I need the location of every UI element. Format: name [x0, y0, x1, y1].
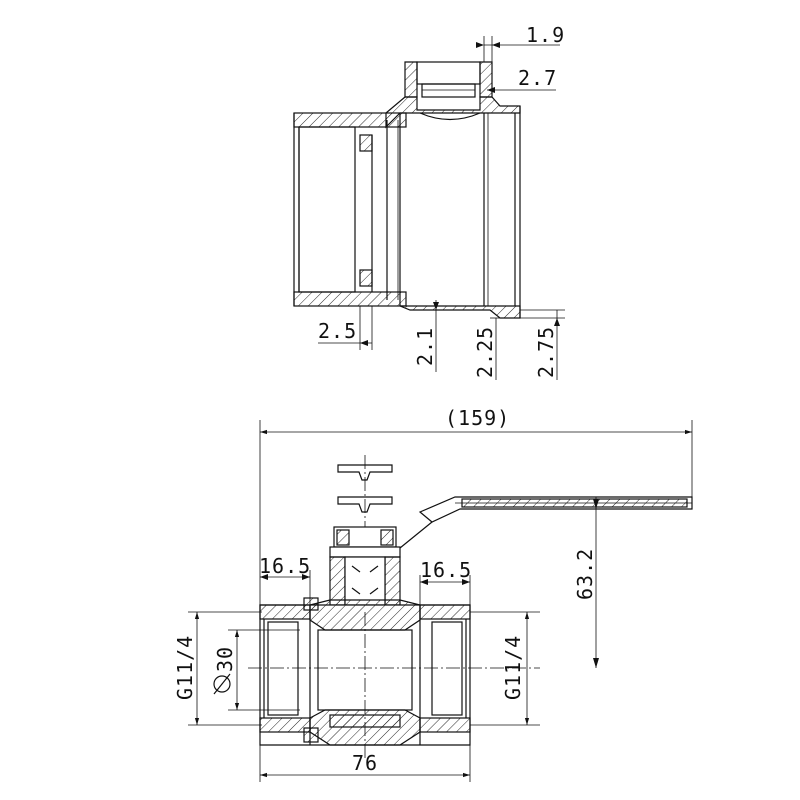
dim-left-thread: G11/4	[173, 635, 197, 700]
dim-right-thread-depth: 16.5	[420, 558, 472, 582]
section-view: 1.9 2.7 2.5 2.1 2.25 2.75	[293, 23, 565, 380]
dim-body-length: 76	[352, 751, 378, 775]
dim-2-25: 2.25	[473, 326, 497, 378]
diameter-icon	[213, 673, 231, 695]
boss-left-wall	[404, 61, 418, 98]
dim-1-9: 1.9	[526, 23, 565, 47]
dim-2-75: 2.75	[534, 326, 558, 378]
right-thread	[431, 621, 463, 716]
left-thread	[267, 621, 299, 716]
stem	[344, 556, 386, 606]
left-thread-bore	[298, 126, 356, 293]
stem-hole	[416, 61, 481, 85]
dim-right-thread: G11/4	[501, 635, 525, 700]
body-lower-wall	[399, 305, 521, 319]
dim-lever-height: 63.2	[573, 548, 597, 600]
boss-right-wall	[479, 61, 493, 98]
dim-bore: 30	[213, 646, 237, 672]
left-sleeve-lower-wall	[293, 291, 407, 307]
ball-seat-curve	[419, 112, 481, 121]
dim-2-7: 2.7	[518, 66, 557, 90]
dim-2-5: 2.5	[318, 319, 357, 343]
dim-overall-length: (159)	[445, 406, 510, 430]
valve-front-view: (159) 63.2	[173, 406, 693, 782]
dim-2-1: 2.1	[413, 327, 437, 366]
dim-left-thread-depth: 16.5	[259, 554, 311, 578]
